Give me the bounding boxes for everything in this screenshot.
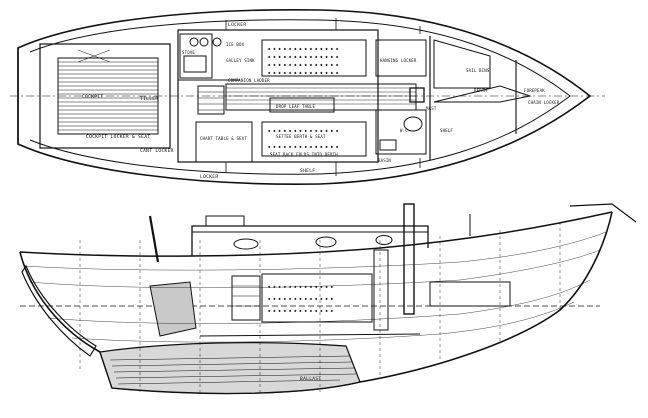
plan-ladder [197,85,225,115]
svg-text:◆ ◆ ◆ ◆ ◆ ◆ ◆ ◆ ◆ ◆ ◆ ◆ ◆ ◆: ◆ ◆ ◆ ◆ ◆ ◆ ◆ ◆ ◆ ◆ ◆ ◆ ◆ ◆ [268,54,339,59]
label-ice-box: ICE BOX [226,42,245,47]
profile-sheer [19,211,613,257]
stove-burner-1 [189,37,199,47]
plan-hanging-locker [375,39,427,77]
profile-settee-quilt: ◆ ◆ ◆ ◆ ◆ ◆ ◆ ◆ ◆ ◆ ◆ ◆ ◆ ◆ ◆ ◆ ◆ ◆ ◆ ◆ … [268,284,334,313]
svg-text:◆ ◆ ◆ ◆ ◆ ◆ ◆ ◆ ◆ ◆ ◆ ◆ ◆ ◆: ◆ ◆ ◆ ◆ ◆ ◆ ◆ ◆ ◆ ◆ ◆ ◆ ◆ ◆ [268,62,339,67]
label-locker-bottom: LOCKER [200,174,218,180]
plan-cockpit-grating [58,61,158,131]
label-ballast: BALLAST [300,376,321,382]
svg-text:◆ ◆ ◆ ◆ ◆ ◆ ◆ ◆ ◆ ◆ ◆ ◆ ◆ ◆: ◆ ◆ ◆ ◆ ◆ ◆ ◆ ◆ ◆ ◆ ◆ ◆ ◆ ◆ [268,144,339,149]
plan-head [375,109,427,155]
plan-basin [379,139,397,151]
profile-engine-box [149,281,197,337]
label-companion-ladder: COMPANION LADDER [228,78,270,83]
plan-settee-berth-port [261,39,367,77]
plan-cockpit-well [57,57,159,135]
plan-hull-outline [17,8,592,185]
label-cant-locker: CANT LOCKER [140,148,174,154]
stove-burner-2 [199,37,209,47]
svg-text:◆ ◆ ◆ ◆ ◆ ◆ ◆ ◆ ◆ ◆ ◆ ◆ ◆ ◆: ◆ ◆ ◆ ◆ ◆ ◆ ◆ ◆ ◆ ◆ ◆ ◆ ◆ ◆ [268,46,339,51]
plan-sole-planking [226,87,416,105]
svg-text:◆ ◆ ◆ ◆ ◆ ◆ ◆ ◆ ◆ ◆ ◆ ◆ ◆: ◆ ◆ ◆ ◆ ◆ ◆ ◆ ◆ ◆ ◆ ◆ ◆ ◆ [268,308,334,313]
label-tiller: TILLER [140,96,158,102]
profile-rudder [21,264,97,357]
profile-pulpit [569,203,637,223]
profile-galley-locker [231,275,261,321]
label-seat-back: SEAT BACK FOLDS INTO BERTH [270,152,338,157]
plan-drop-leaf-table [269,97,335,113]
label-mast: MAST [426,106,437,111]
label-hanging-locker: HANGING LOCKER [380,58,417,63]
label-chart-table: CHART TABLE & SEAT [200,136,247,141]
label-basin: BASIN [378,158,391,163]
plan-view [10,8,605,185]
label-sail-bins: SAIL BINS [466,68,490,73]
profile-tiller [148,215,160,263]
plan-vberth [433,85,532,103]
plan-mast [409,87,425,103]
porthole-3 [375,235,393,245]
plan-deck-fittings [225,18,421,176]
plan-labels: LOCKER COCKPIT LOCKER & SEAT COCKPIT TIL… [82,22,560,180]
porthole-1 [233,238,259,250]
plan-cabin-sole [225,83,417,111]
label-stove: STOVE [182,50,195,55]
label-drop-leaf-table: DROP LEAF TABLE [276,104,316,109]
profile-cabin-trunk [191,225,429,256]
label-locker-top: LOCKER [228,22,246,28]
plan-settee-quilt: ◆ ◆ ◆ ◆ ◆ ◆ ◆ ◆ ◆ ◆ ◆ ◆ ◆ ◆ ◆ ◆ ◆ ◆ ◆ ◆ … [268,46,339,149]
label-chain-locker: CHAIN LOCKER [528,100,560,105]
plan-cockpit-seat-x [77,49,111,63]
profile-view [19,203,637,396]
svg-text:◆ ◆ ◆ ◆ ◆ ◆ ◆ ◆ ◆ ◆ ◆ ◆ ◆ ◆: ◆ ◆ ◆ ◆ ◆ ◆ ◆ ◆ ◆ ◆ ◆ ◆ ◆ ◆ [268,128,339,133]
label-shelf: SHELF [440,128,453,133]
label-shelf-bottom: SHELF [300,168,315,174]
label-galley-sink: GALLEY SINK [226,58,255,63]
porthole-2 [315,236,337,248]
profile-hatch [205,215,245,227]
profile-keel-hatching [109,355,357,385]
label-cockpit: COCKPIT [82,94,103,100]
stove-burner-3 [212,37,222,47]
profile-hull-planking [23,231,607,343]
profile-fwd-berth [429,281,511,307]
plan-galley [179,33,213,79]
plan-galley-sink [183,55,207,73]
plan-cockpit [39,43,171,149]
plan-settee-berth-stbd [261,121,367,157]
label-berth-fwd: BERTH [474,88,487,93]
profile-bulkhead-main [373,249,389,331]
profile-labels: BALLAST [300,376,321,382]
plan-ladder-rungs [198,91,224,111]
label-forepeak: FOREPEAK [524,88,545,93]
svg-text:◆ ◆ ◆ ◆ ◆ ◆ ◆ ◆ ◆ ◆ ◆ ◆ ◆ ◆: ◆ ◆ ◆ ◆ ◆ ◆ ◆ ◆ ◆ ◆ ◆ ◆ ◆ ◆ [268,70,339,75]
profile-mast-stub [403,203,415,315]
profile-keel [99,342,361,395]
svg-text:◆ ◆ ◆ ◆ ◆ ◆ ◆ ◆ ◆ ◆ ◆ ◆ ◆: ◆ ◆ ◆ ◆ ◆ ◆ ◆ ◆ ◆ ◆ ◆ ◆ ◆ [268,284,334,289]
plan-wc [403,116,423,132]
plan-chart-table [195,121,253,163]
profile-drawers [232,285,260,307]
label-settee-berth-stbd: SETTEE BERTH & SEAT [276,134,326,139]
label-wc: W.C. [400,128,410,133]
label-cockpit-locker: COCKPIT LOCKER & SEAT [86,134,150,140]
svg-text:◆ ◆ ◆ ◆ ◆ ◆ ◆ ◆ ◆ ◆ ◆ ◆ ◆: ◆ ◆ ◆ ◆ ◆ ◆ ◆ ◆ ◆ ◆ ◆ ◆ ◆ [268,296,334,301]
profile-settee [261,273,373,323]
profile-cabin-sole [199,333,421,337]
